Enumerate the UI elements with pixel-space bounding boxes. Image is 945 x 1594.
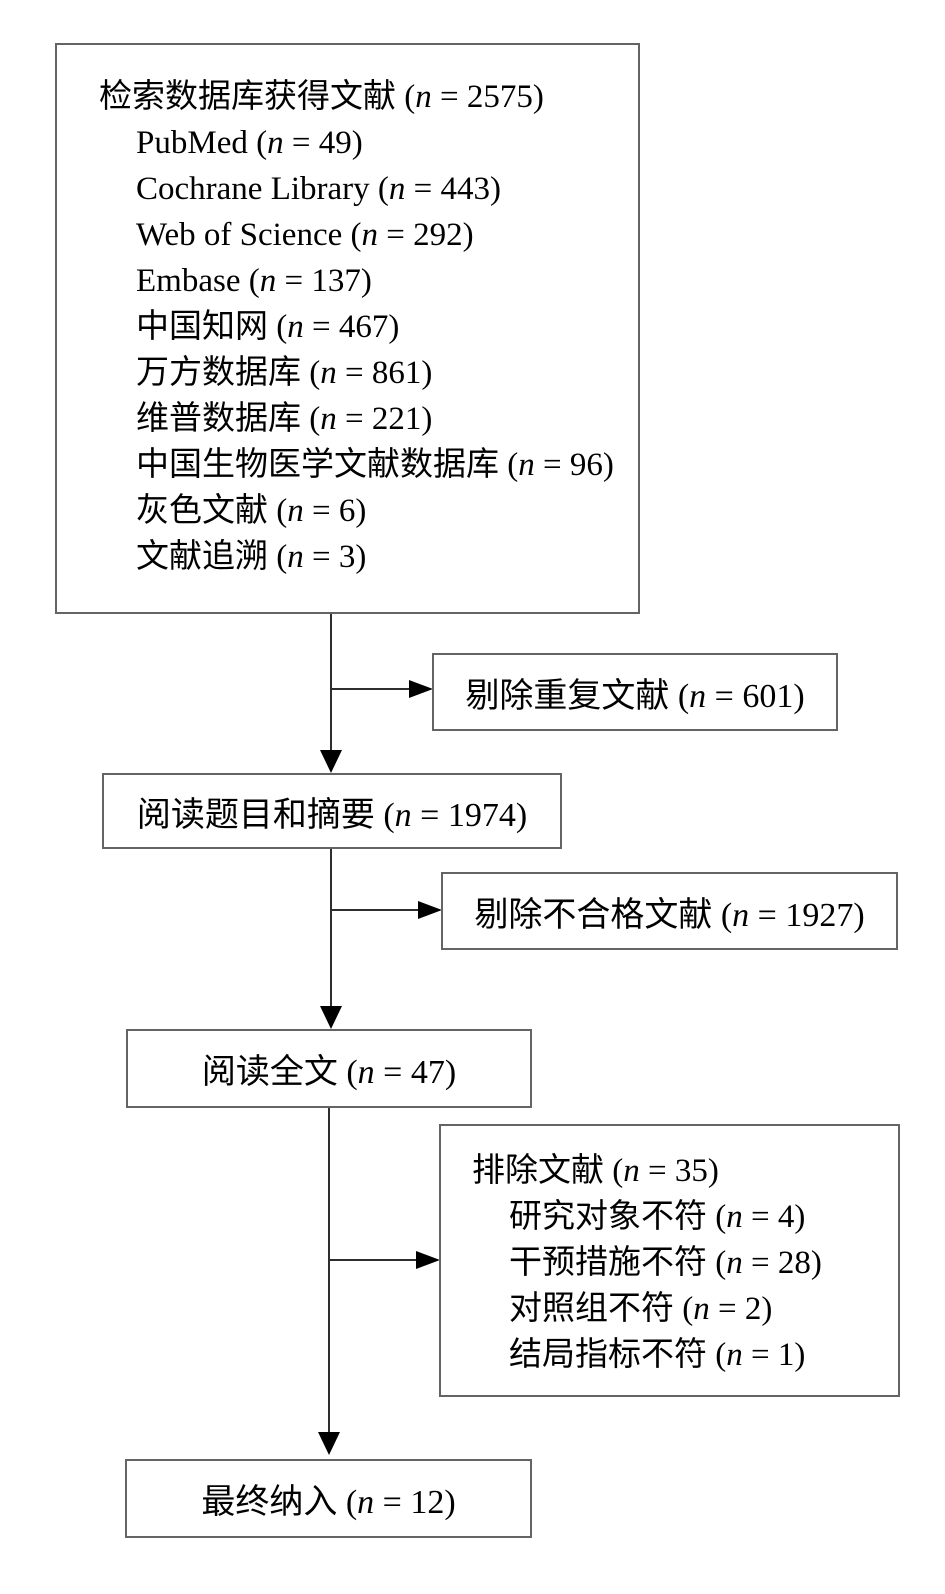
- arrow-right-icon: [418, 901, 442, 919]
- flow-item-text: 中国生物医学文献数据库 (n = 96): [136, 447, 614, 483]
- flow-item-text: 检索数据库获得文献 (n = 2575): [99, 79, 544, 115]
- flow-item-text: 排除文献 (n = 35): [472, 1153, 719, 1189]
- flow-item-text: 文献追溯 (n = 3): [136, 539, 367, 575]
- connector-line-branch-3: [329, 1259, 419, 1261]
- flow-item-text: Web of Science (n = 292): [136, 217, 474, 253]
- connector-line-down-3: [328, 1108, 330, 1434]
- flow-item-text: 结局指标不符 (n = 1): [509, 1337, 806, 1373]
- flow-item-text: Cochrane Library (n = 443): [136, 171, 501, 207]
- flow-item-text: 阅读题目和摘要 (n = 1974): [136, 796, 528, 834]
- connector-line-branch-1: [331, 688, 413, 690]
- box-database-search: 检索数据库获得文献 (n = 2575) PubMed (n = 49) Cochr…: [55, 43, 640, 614]
- connector-line-down-2: [330, 849, 332, 1008]
- box-final-included: 最终纳入 (n = 12): [125, 1459, 532, 1538]
- box-full-text-review: 阅读全文 (n = 47): [126, 1029, 532, 1108]
- flow-item-text: 阅读全文 (n = 47): [201, 1054, 457, 1091]
- arrow-down-icon: [320, 1006, 342, 1029]
- box-duplicates-removed: 剔除重复文献 (n = 601): [432, 653, 838, 731]
- flow-item-text: 最终纳入 (n = 12): [201, 1484, 456, 1521]
- flow-item-text: 剔除重复文献 (n = 601): [465, 677, 805, 715]
- flow-item-text: 维普数据库 (n = 221): [136, 401, 433, 437]
- flow-item-text: 对照组不符 (n = 2): [509, 1291, 773, 1327]
- flow-item-text: 中国知网 (n = 467): [136, 309, 400, 345]
- flow-item-text: 干预措施不符 (n = 28): [509, 1245, 822, 1281]
- flow-item-text: 万方数据库 (n = 861): [136, 355, 433, 391]
- box-title-abstract-screening: 阅读题目和摘要 (n = 1974): [102, 773, 562, 849]
- flow-item-text: Embase (n = 137): [136, 263, 372, 299]
- connector-line-down-1: [330, 614, 332, 752]
- arrow-right-icon: [409, 680, 433, 698]
- flow-item-text: PubMed (n = 49): [136, 125, 363, 161]
- arrow-down-icon: [320, 750, 342, 773]
- flow-item-text: 灰色文献 (n = 6): [136, 493, 367, 529]
- flow-item-text: 研究对象不符 (n = 4): [509, 1199, 806, 1235]
- box-excluded-studies: 排除文献 (n = 35) 研究对象不符 (n = 4) 干预措施不符 (n = 2…: [439, 1124, 900, 1397]
- arrow-right-icon: [416, 1251, 440, 1269]
- arrow-down-icon: [318, 1432, 340, 1455]
- flow-item-text: 剔除不合格文献 (n = 1927): [474, 896, 865, 934]
- connector-line-branch-2: [331, 909, 421, 911]
- box-unqualified-removed: 剔除不合格文献 (n = 1927): [441, 872, 898, 950]
